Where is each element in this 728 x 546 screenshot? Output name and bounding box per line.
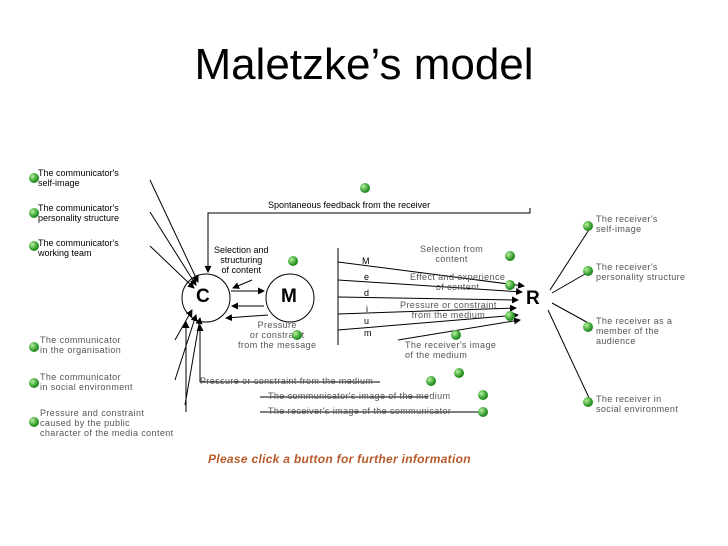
label-recv-self-image: The receiver's self-image bbox=[596, 214, 658, 234]
label-comm-personality: The communicator's personality structure bbox=[38, 203, 120, 223]
arrow-self-image bbox=[149, 179, 199, 283]
label-public-pressure: Pressure and constraint caused by the pu… bbox=[40, 408, 174, 438]
info-button[interactable] bbox=[505, 280, 515, 290]
info-button[interactable] bbox=[29, 241, 39, 251]
info-button[interactable] bbox=[583, 266, 593, 276]
label-recv-audience: The receiver as a member of the audience bbox=[596, 316, 673, 346]
page-title: Maletzke’s model bbox=[194, 40, 534, 89]
label-pressure-message: Pressure or constraint from the message bbox=[238, 320, 317, 350]
info-button[interactable] bbox=[29, 342, 39, 352]
info-button[interactable] bbox=[29, 173, 39, 183]
medium-letter: m bbox=[364, 328, 372, 338]
info-button[interactable] bbox=[505, 311, 515, 321]
arrow-public-pressure bbox=[184, 317, 203, 406]
info-button[interactable] bbox=[29, 417, 39, 427]
label-comm-social: The communicator in social environment bbox=[40, 372, 133, 392]
footer-instruction: Please click a button for further inform… bbox=[208, 452, 471, 466]
info-button[interactable] bbox=[478, 407, 488, 417]
label-recv-personality: The receiver's personality structure bbox=[596, 262, 686, 282]
info-button[interactable] bbox=[29, 378, 39, 388]
arrow-team bbox=[149, 245, 195, 289]
node-m-label: M bbox=[281, 286, 297, 307]
label-pressure-medium-r: Pressure or constraint from the medium bbox=[400, 300, 497, 320]
info-button[interactable] bbox=[360, 183, 370, 193]
node-c-label: C bbox=[196, 286, 210, 307]
node-c-circle bbox=[181, 273, 231, 323]
info-button[interactable] bbox=[426, 376, 436, 386]
label-effect-experience: Effect and experience of content bbox=[410, 272, 506, 292]
info-button[interactable] bbox=[29, 208, 39, 218]
info-button[interactable] bbox=[583, 397, 593, 407]
info-button[interactable] bbox=[583, 221, 593, 231]
medium-letter: d bbox=[364, 288, 370, 298]
medium-letter: M bbox=[362, 256, 370, 266]
label-comm-image-medium: The communicator's image of the medium bbox=[268, 391, 451, 401]
label-recv-social: The receiver in social environment bbox=[596, 394, 679, 414]
info-button[interactable] bbox=[451, 330, 461, 340]
feedback-line bbox=[204, 208, 531, 273]
label-receiver-image-medium: The receiver's image of the medium bbox=[405, 340, 497, 360]
label-pressure-medium-c: Pressure or constraint from the medium bbox=[200, 376, 374, 386]
label-comm-organisation: The communicator in the organisation bbox=[40, 335, 122, 355]
medium-letter: i bbox=[366, 304, 368, 314]
info-button[interactable] bbox=[454, 368, 464, 378]
arrow-selection bbox=[232, 279, 253, 289]
label-comm-self-image: The communicator's self-image bbox=[38, 168, 119, 188]
node-m-circle bbox=[265, 273, 315, 323]
label-selection-structuring: Selection and structuring of content bbox=[214, 245, 269, 275]
info-button[interactable] bbox=[583, 322, 593, 332]
info-button[interactable] bbox=[505, 251, 515, 261]
arrow-personality bbox=[149, 211, 197, 286]
label-spontaneous-feedback: Spontaneous feedback from the receiver bbox=[268, 200, 431, 210]
medium-letter: e bbox=[364, 272, 370, 282]
medium-letter: u bbox=[364, 316, 370, 326]
label-selection-content: Selection from content bbox=[420, 244, 484, 264]
info-button[interactable] bbox=[292, 330, 302, 340]
node-r-label: R bbox=[526, 288, 540, 309]
info-button[interactable] bbox=[478, 390, 488, 400]
info-button[interactable] bbox=[288, 256, 298, 266]
label-comm-team: The communicator's working team bbox=[38, 238, 119, 258]
label-receiver-image-comm: The receiver's image of the communicator bbox=[268, 406, 452, 416]
